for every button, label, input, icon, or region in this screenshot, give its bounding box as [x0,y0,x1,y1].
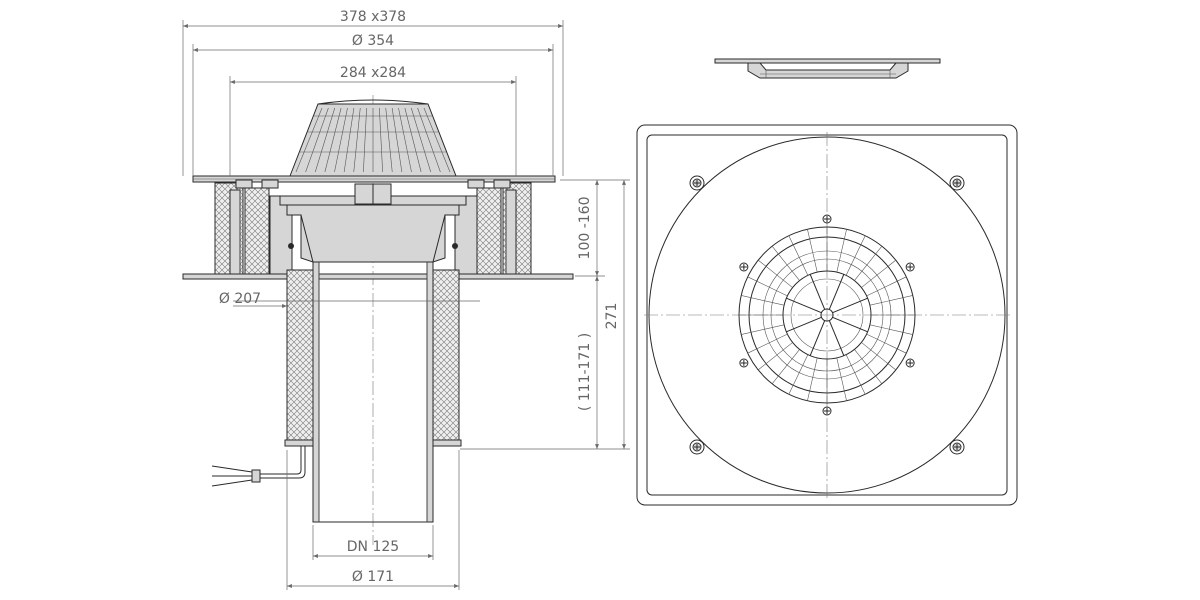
flange-section [714,58,941,79]
top-view [636,124,1018,506]
grate-screws [739,214,915,416]
dim-height-range: 100 -160 [577,197,593,260]
left-housing [214,179,293,275]
leaf-guard [289,99,457,205]
dim-pipe-length-range: ( 111-171 ) [577,333,593,411]
outer-square [636,124,1018,506]
dim-outlet-diameter: Ø 171 [352,569,394,585]
dim-collar-diameter: Ø 207 [219,291,261,307]
vertical-dimensions [595,180,626,449]
insulated-pipe [284,269,462,447]
horizontal-dimensions [183,24,563,588]
dim-outlet-dn: DN 125 [347,539,399,555]
right-housing [454,179,532,275]
outlet-body [279,195,467,263]
dim-total-height: 271 [604,303,620,330]
leaf-guard-grate [738,226,916,404]
dim-top-square: 378 x378 [340,9,406,25]
outlet-pipe [312,261,434,523]
heating-cable [211,446,306,487]
lower-flange [182,273,574,280]
dim-inner-square: 284 x284 [340,65,406,81]
extension-lines [182,20,630,590]
corner-screws [689,175,965,455]
side-view: 378 x378 Ø 354 284 x284 Ø 207 DN 125 Ø 1… [182,9,630,590]
dim-top-diameter: Ø 354 [352,33,394,49]
